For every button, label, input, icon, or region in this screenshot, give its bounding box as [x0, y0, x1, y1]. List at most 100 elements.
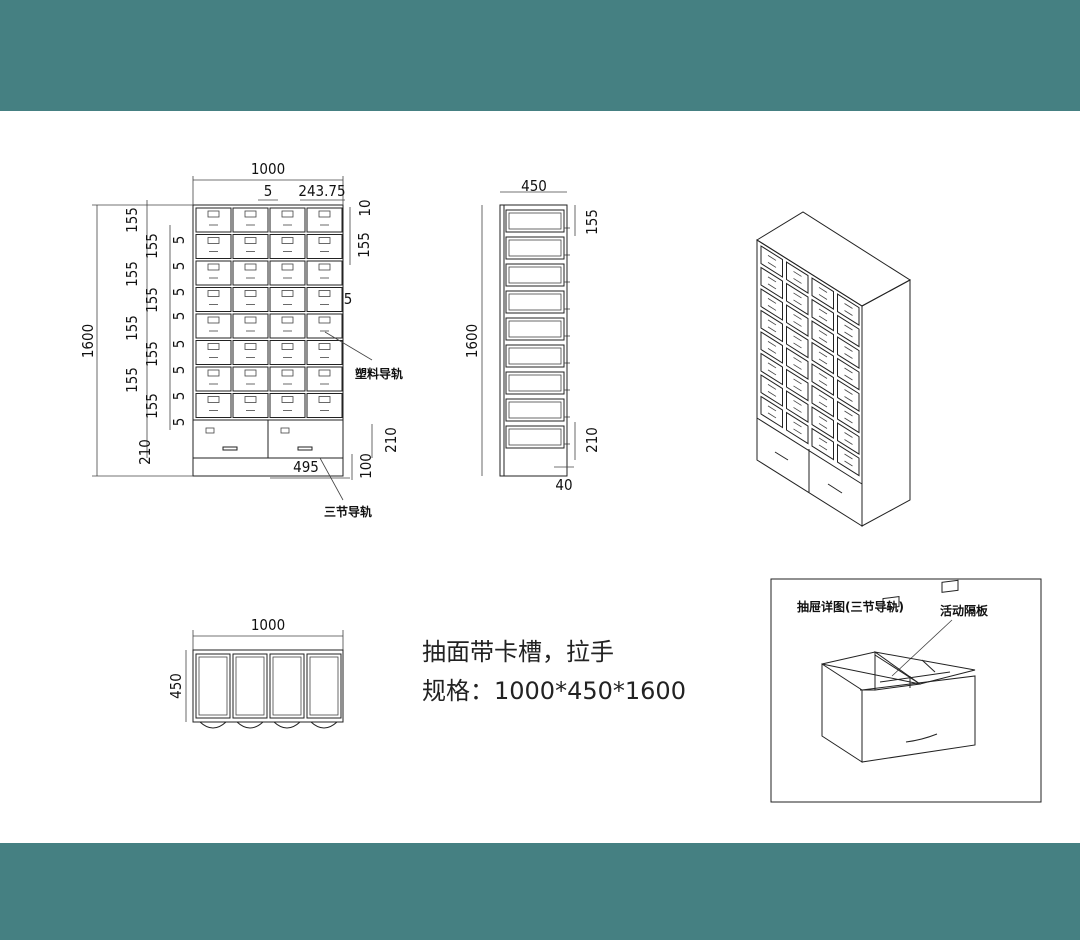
front-drawer-label-slot [207, 316, 220, 324]
iso-drawer-handle [844, 374, 853, 381]
iso-drawer [811, 406, 834, 439]
iso-drawer-grid [760, 245, 860, 477]
front-outline [192, 204, 344, 477]
iso-drawer-handle [818, 423, 828, 429]
iso-drawer-handle [767, 348, 777, 354]
leader-divider [891, 619, 953, 677]
iso-drawer-handle [844, 331, 853, 338]
front-drawer-label-slot [318, 369, 331, 377]
dim-drawer-3: 155 [123, 261, 141, 287]
iso-drawer-slot [844, 367, 853, 374]
top-drawer-pull [273, 721, 301, 729]
front-drawer [269, 234, 306, 259]
iso-drawer-handle [767, 262, 777, 268]
front-drawer [195, 287, 232, 312]
side-drawer-slot [505, 263, 565, 287]
detail-handle [905, 733, 938, 743]
side-drawer-slot [505, 317, 565, 341]
side-drawer-inner [508, 266, 562, 284]
front-drawer [195, 340, 232, 365]
drawer-detail: 抽屉详图(三节导轨) 活动隔板 [770, 578, 1042, 803]
detail-partition [874, 654, 921, 685]
iso-drawer-slot [767, 298, 777, 304]
side-view: 450 155 1600 210 40 [463, 177, 601, 494]
front-drawer [306, 260, 343, 286]
iso-drawer-handle [767, 412, 777, 419]
iso-drawer [837, 422, 860, 456]
iso-drawer [760, 245, 783, 278]
front-drawer [306, 287, 343, 312]
dim-divider-7: 5 [170, 392, 188, 401]
iso-drawer [837, 314, 860, 348]
dim-divider-1: 5 [170, 236, 188, 245]
top-view: 1000 450 [167, 616, 344, 729]
dim-right-drawer: 155 [355, 232, 373, 258]
front-drawer [306, 313, 343, 339]
front-drawer-label-slot [281, 290, 294, 297]
side-drawer-slot [505, 398, 565, 422]
dim-drawer-2: 155 [143, 233, 161, 259]
iso-drawer [760, 374, 783, 407]
iso-drawer [786, 411, 809, 445]
iso-drawer-handle [818, 337, 828, 343]
dim-divider-2: 5 [170, 262, 188, 271]
front-drawer [195, 313, 232, 339]
front-drawer [195, 207, 232, 233]
side-drawer-inner [508, 374, 562, 392]
dim-width: 1000 [251, 160, 285, 178]
iso-drawer-slot [818, 351, 828, 358]
front-drawer [269, 366, 306, 392]
iso-drawer-slot [844, 303, 853, 309]
detail-drawer-side [821, 663, 863, 763]
front-drawer [269, 260, 306, 286]
iso-drawer-handle [818, 294, 828, 300]
side-drawer-slot [505, 236, 565, 260]
front-drawer [232, 340, 269, 365]
top-drawer-panel [269, 653, 305, 719]
iso-drawer-slot [818, 330, 828, 336]
dim-right-divider: 5 [344, 290, 353, 308]
front-drawer [232, 207, 269, 233]
front-drawer-label-slot [318, 210, 331, 218]
iso-drawer-slot [767, 405, 777, 412]
iso-drawer-slot [793, 314, 802, 320]
side-drawer-inner [508, 320, 562, 338]
iso-drawer-slot [818, 416, 828, 422]
iso-drawer [811, 298, 834, 332]
iso-drawer-slot [767, 362, 777, 369]
dim-large-drawer: 210 [136, 439, 154, 465]
iso-drawer-slot [767, 319, 777, 326]
front-drawer-label-slot [207, 237, 220, 244]
side-outline [499, 204, 568, 477]
iso-drawer-handle [844, 310, 853, 316]
front-drawer-label-slot [281, 210, 294, 218]
top-drawer-inner [235, 656, 265, 716]
front-drawer [269, 313, 306, 339]
dim-divider-5: 5 [170, 340, 188, 349]
iso-drawer [786, 325, 809, 359]
iso-drawer-slot [844, 346, 853, 352]
detail-back-corner [874, 651, 922, 691]
front-drawer [232, 393, 269, 418]
front-drawer-label-slot [207, 396, 220, 403]
iso-drawer [837, 357, 860, 391]
iso-drawer-handle [793, 407, 802, 413]
iso-side [861, 279, 911, 527]
dim-divider-8: 5 [170, 418, 188, 427]
front-drawer-label-slot [207, 263, 220, 271]
dim-column-width: 243.75 [298, 182, 345, 200]
leader-plastic-rail [324, 331, 373, 361]
top-drawer-panels [195, 653, 342, 729]
iso-drawer [811, 341, 834, 375]
front-drawer [232, 366, 269, 392]
iso-drawer [760, 309, 783, 343]
top-drawer-pull [236, 721, 264, 729]
iso-drawer-slot [793, 400, 802, 406]
front-drawer [195, 366, 232, 392]
front-drawer-label-slot [281, 396, 294, 403]
top-drawer-pull [310, 721, 338, 729]
front-large-label-left [205, 427, 215, 434]
front-drawer-label-slot [207, 290, 220, 297]
top-drawer-panel [232, 653, 268, 719]
dim-depth: 450 [521, 177, 547, 195]
